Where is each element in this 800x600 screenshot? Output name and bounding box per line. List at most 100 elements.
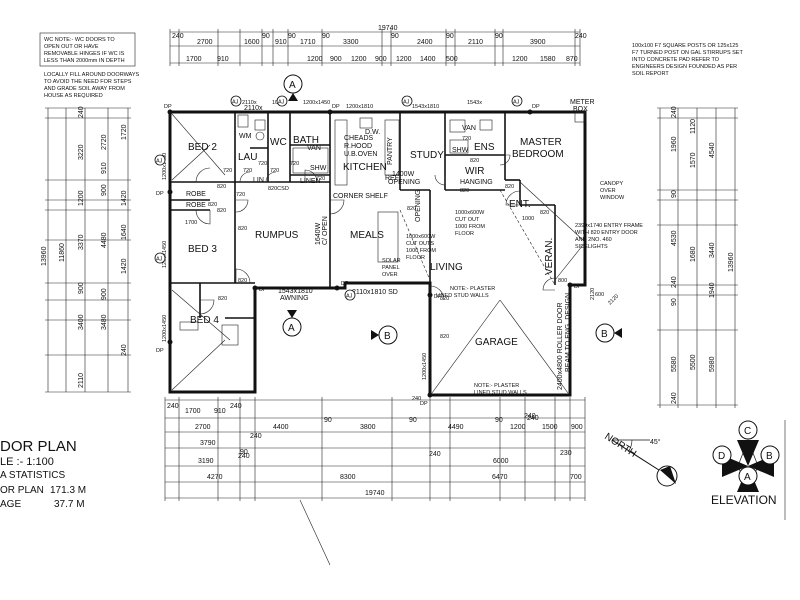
downpipe-label: DP xyxy=(156,348,164,354)
room-kitchen: KITCHEN xyxy=(343,162,387,173)
label-pantry: PANTRY xyxy=(387,137,394,165)
label-van-2: VAN xyxy=(307,145,321,152)
dim-right-c1-2: 1680 xyxy=(690,246,697,262)
door-swing xyxy=(499,154,511,166)
dim-left-c1-5: 3400 xyxy=(78,314,85,330)
door-9: 820 xyxy=(470,158,479,164)
door-11: 820 xyxy=(540,210,549,216)
downpipe-label: DP xyxy=(434,294,442,300)
north-angle: 45° xyxy=(650,438,661,446)
dim-top-small-5: 90 xyxy=(391,33,399,40)
label-corner-shelf: CORNER SHELF xyxy=(333,193,388,200)
dim-left-small-7: 240 xyxy=(121,344,128,356)
label-robe-1: ROBE xyxy=(186,191,206,198)
dim-left-c1-4: 4480 xyxy=(101,232,108,248)
room-study: STUDY xyxy=(410,150,444,161)
section-a-bottom-label: A xyxy=(288,323,295,334)
elev-a: A xyxy=(744,472,751,483)
entry-note-4: SIDELIGHTS xyxy=(575,244,608,250)
wc-note-line-3: REMOVABLE HINGES IF WC IS xyxy=(44,51,125,57)
door-swing xyxy=(542,277,556,291)
dim-left-small-1: 240 xyxy=(78,106,85,118)
label-awning-1: 1543x1810 xyxy=(278,288,313,295)
downpipe-dot xyxy=(427,292,433,298)
label-ceil: 1640W xyxy=(315,222,322,245)
door-13: 720 xyxy=(236,192,245,198)
cutout-1a: 1000x600W xyxy=(455,210,485,216)
label-ceil2: C/ OPEN xyxy=(322,216,329,245)
dim-right-c2-3: 3440 xyxy=(709,242,716,258)
dim-left-c2-2: 1420 xyxy=(121,190,128,206)
plaster-note-2b: LINED STUD WALLS xyxy=(474,390,527,396)
room-rumpus: RUMPUS xyxy=(255,230,299,241)
room-meals: MEALS xyxy=(350,230,384,241)
room-bed-2: BED 2 xyxy=(188,142,217,153)
dim-top-small-6: 90 xyxy=(446,33,454,40)
entry-note-2: WITH 820 ENTRY DOOR xyxy=(575,230,638,236)
dim-top2-7: 1200 xyxy=(396,56,412,63)
label-stair: 2110x xyxy=(244,105,263,112)
dim-top-2: 1600 xyxy=(244,39,260,46)
dim-top-small-8: 240 xyxy=(575,33,587,40)
downpipe-label: DP xyxy=(532,104,540,110)
elev-b: B xyxy=(766,451,773,462)
door-swing xyxy=(235,268,251,284)
dim-bot-6: 1200 xyxy=(510,424,526,431)
elevation-title: ELEVATION xyxy=(711,493,777,507)
dim-bot2-7: 240 xyxy=(527,415,539,422)
dim-bot-2: 2700 xyxy=(195,424,211,431)
label-roller-door: 2400x4800 ROLLER DOOR xyxy=(557,302,564,390)
aj-marker-ring xyxy=(344,289,356,301)
dim-left-small-6: 900 xyxy=(101,288,108,300)
dim-bot-1: 240 xyxy=(167,403,179,410)
dim-bot6-1: 90 xyxy=(240,449,248,456)
dim-left-c2-5: 3480 xyxy=(101,314,108,330)
dim-top-small-3: 90 xyxy=(288,33,296,40)
label-linen: LINEN xyxy=(300,178,321,185)
door-swing xyxy=(329,199,345,215)
dim-left-c1-1: 3220 xyxy=(78,144,85,160)
canopy-note-1: CANOPY xyxy=(600,181,624,187)
wc-note-line-1: WC NOTE:- WC DOORS TO xyxy=(44,37,115,43)
label-kitapp-3: U.B.OVEN xyxy=(344,151,377,158)
section-marker-a-bottom: A xyxy=(282,310,302,337)
elev-d: D xyxy=(718,451,725,462)
posts-note-line-2: F7 TURNED POST ON GAL STIRRUPS SET xyxy=(632,50,743,56)
dim-top2-1: 1700 xyxy=(186,56,202,63)
window-size-8: 1200x1450 xyxy=(162,241,168,268)
dim-left-small-2: 910 xyxy=(101,162,108,174)
door-swing xyxy=(195,167,211,183)
door-swing xyxy=(434,174,446,186)
door-5: 720 xyxy=(223,168,232,174)
dim-left-small-4: 1200 xyxy=(78,190,85,206)
posts-note-line-1: 100x100 F7 SQUARE POSTS OR 125x125 xyxy=(632,43,738,49)
room-entry: ENT. xyxy=(509,199,531,210)
dim-right-small-3: 240 xyxy=(671,276,678,288)
room-veranda: VERAN. xyxy=(544,238,555,275)
downpipe-dot xyxy=(427,392,433,398)
label-van-1: VAN xyxy=(462,125,476,132)
label-post-dim: 2120 xyxy=(590,288,596,300)
cutout-1b: CUT OUT xyxy=(455,217,480,223)
plaster-note-1b: LINED STUD WALLS xyxy=(436,293,489,299)
fill-note-line-2: TO AVOID THE NEED FOR STEPS xyxy=(44,79,132,85)
dim-top2-9: 500 xyxy=(446,56,458,63)
door-swing xyxy=(239,171,251,183)
meter-box xyxy=(574,111,586,123)
cutout-2b: CUT OUTS xyxy=(406,241,434,247)
dim-left-c2-3: 1640 xyxy=(121,224,128,240)
dim-overall-bottom: 19740 xyxy=(365,490,385,497)
door-swing xyxy=(304,169,318,183)
aj-marker-ring xyxy=(401,95,413,107)
door-10: 820 xyxy=(505,184,514,190)
door-20: 820 xyxy=(460,188,469,194)
label-robe-2: ROBE xyxy=(186,202,206,209)
dim-top-7: 2110 xyxy=(468,39,483,46)
door-4: 820 xyxy=(218,296,227,302)
aj-marker-label: AJ xyxy=(278,100,285,106)
window-size-6: 1543x xyxy=(467,100,482,106)
misc-2: 820 xyxy=(440,334,449,340)
downpipe-label: DP xyxy=(332,104,340,110)
dim-top-4: 1710 xyxy=(300,39,316,46)
dim-top2-2: 910 xyxy=(217,56,229,63)
